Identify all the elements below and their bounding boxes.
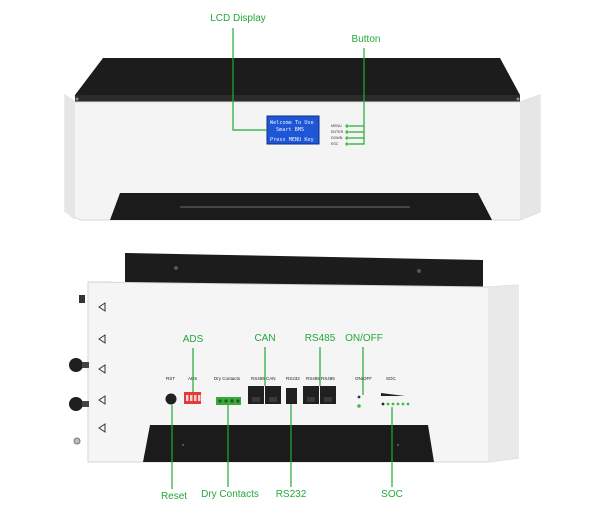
terminal-screw <box>73 437 81 445</box>
terminal-stem <box>82 362 89 368</box>
screw <box>174 266 178 270</box>
rs232-port[interactable] <box>286 388 297 404</box>
terminal-screw <box>224 399 228 403</box>
port-latch <box>307 397 315 402</box>
label-rst: RST <box>166 376 175 381</box>
callout-ads: ADS <box>183 334 204 345</box>
on-off-led <box>357 395 361 399</box>
port-latch <box>324 397 332 402</box>
terminal-screw <box>236 399 240 403</box>
label-rs232: RS232 <box>286 376 300 381</box>
port-latch <box>269 397 277 402</box>
power-terminal-positive[interactable] <box>69 358 83 372</box>
label-rs485-can: RS485 CAN <box>251 376 276 381</box>
down-button[interactable] <box>345 136 349 140</box>
screw <box>182 444 184 446</box>
callout-reset: Reset <box>161 491 187 502</box>
front-unit-right-bevel <box>520 95 540 220</box>
screw <box>417 269 421 273</box>
rear-unit-top <box>125 253 483 288</box>
screw <box>75 97 79 101</box>
callout-rs232: RS232 <box>276 489 307 500</box>
power-terminal-negative[interactable] <box>69 397 83 411</box>
front-unit-lid <box>75 58 520 95</box>
front-unit: Welcome To Use Smart BMS Press MENU Key … <box>64 58 541 221</box>
dip-slot <box>186 395 189 401</box>
on-off-button[interactable] <box>357 404 361 408</box>
arrow-icon <box>98 364 106 374</box>
label-rs485-rs485: RS485 RS485 <box>306 376 335 381</box>
front-unit-lid-lip <box>75 95 520 102</box>
leader-lcd-display <box>232 28 267 131</box>
terminal-screw <box>230 399 234 403</box>
soc-led <box>391 402 395 406</box>
terminal-stem <box>82 401 89 407</box>
callout-can: CAN <box>254 333 275 344</box>
lcd-line-2: Smart BMS <box>276 127 304 133</box>
arrow-icon <box>98 423 106 433</box>
dip-slot <box>190 395 193 401</box>
button-label-esc: ESC <box>331 142 339 146</box>
dip-slot <box>194 395 197 401</box>
soc-led <box>386 402 390 406</box>
arrow-icon <box>98 395 106 405</box>
soc-led <box>396 402 400 406</box>
enter-button[interactable] <box>345 130 349 134</box>
esc-button[interactable] <box>345 142 349 146</box>
button-label-menu: MENU <box>331 124 342 128</box>
callout-lcd-display: LCD Display <box>210 13 266 24</box>
lcd-line-3: Press MENU Key <box>270 137 314 143</box>
callout-button: Button <box>352 34 381 45</box>
screw <box>516 97 520 101</box>
screw <box>397 444 399 446</box>
terminal-knob <box>79 295 85 303</box>
label-dry-contacts: Dry Contacts <box>214 376 241 381</box>
front-unit-left-bevel <box>65 95 75 220</box>
rear-unit: RST ADS Dry Contacts RS485 CAN RS232 RS4… <box>69 253 519 463</box>
soc-wedge-icon <box>381 393 405 396</box>
leader-button <box>349 48 365 145</box>
arrow-icon <box>98 334 106 344</box>
callout-soc: SOC <box>381 489 403 500</box>
soc-led <box>406 402 410 406</box>
lcd-line-1: Welcome To Use <box>270 120 314 126</box>
rear-unit-recess <box>143 425 434 462</box>
dry-contacts-terminal[interactable] <box>216 397 241 405</box>
soc-led <box>381 402 385 406</box>
rear-unit-right-bevel <box>488 285 518 462</box>
callout-rs485: RS485 <box>305 333 336 344</box>
callout-on-off: ON/OFF <box>345 333 383 344</box>
port-latch <box>252 397 260 402</box>
button-label-enter: ENTER <box>331 130 344 134</box>
button-label-down: DOWN <box>331 136 343 140</box>
label-on-off: ON/OFF <box>355 376 372 381</box>
callout-dry-contacts: Dry Contacts <box>201 489 259 500</box>
label-soc: SOC <box>386 376 397 381</box>
lcd-display <box>266 115 320 145</box>
reset-button[interactable] <box>165 393 177 405</box>
soc-led <box>401 402 405 406</box>
dip-slot <box>198 395 201 401</box>
arrow-icon <box>98 302 106 312</box>
menu-button[interactable] <box>345 124 349 128</box>
front-unit-slot <box>180 206 410 208</box>
terminal-screw <box>218 399 222 403</box>
